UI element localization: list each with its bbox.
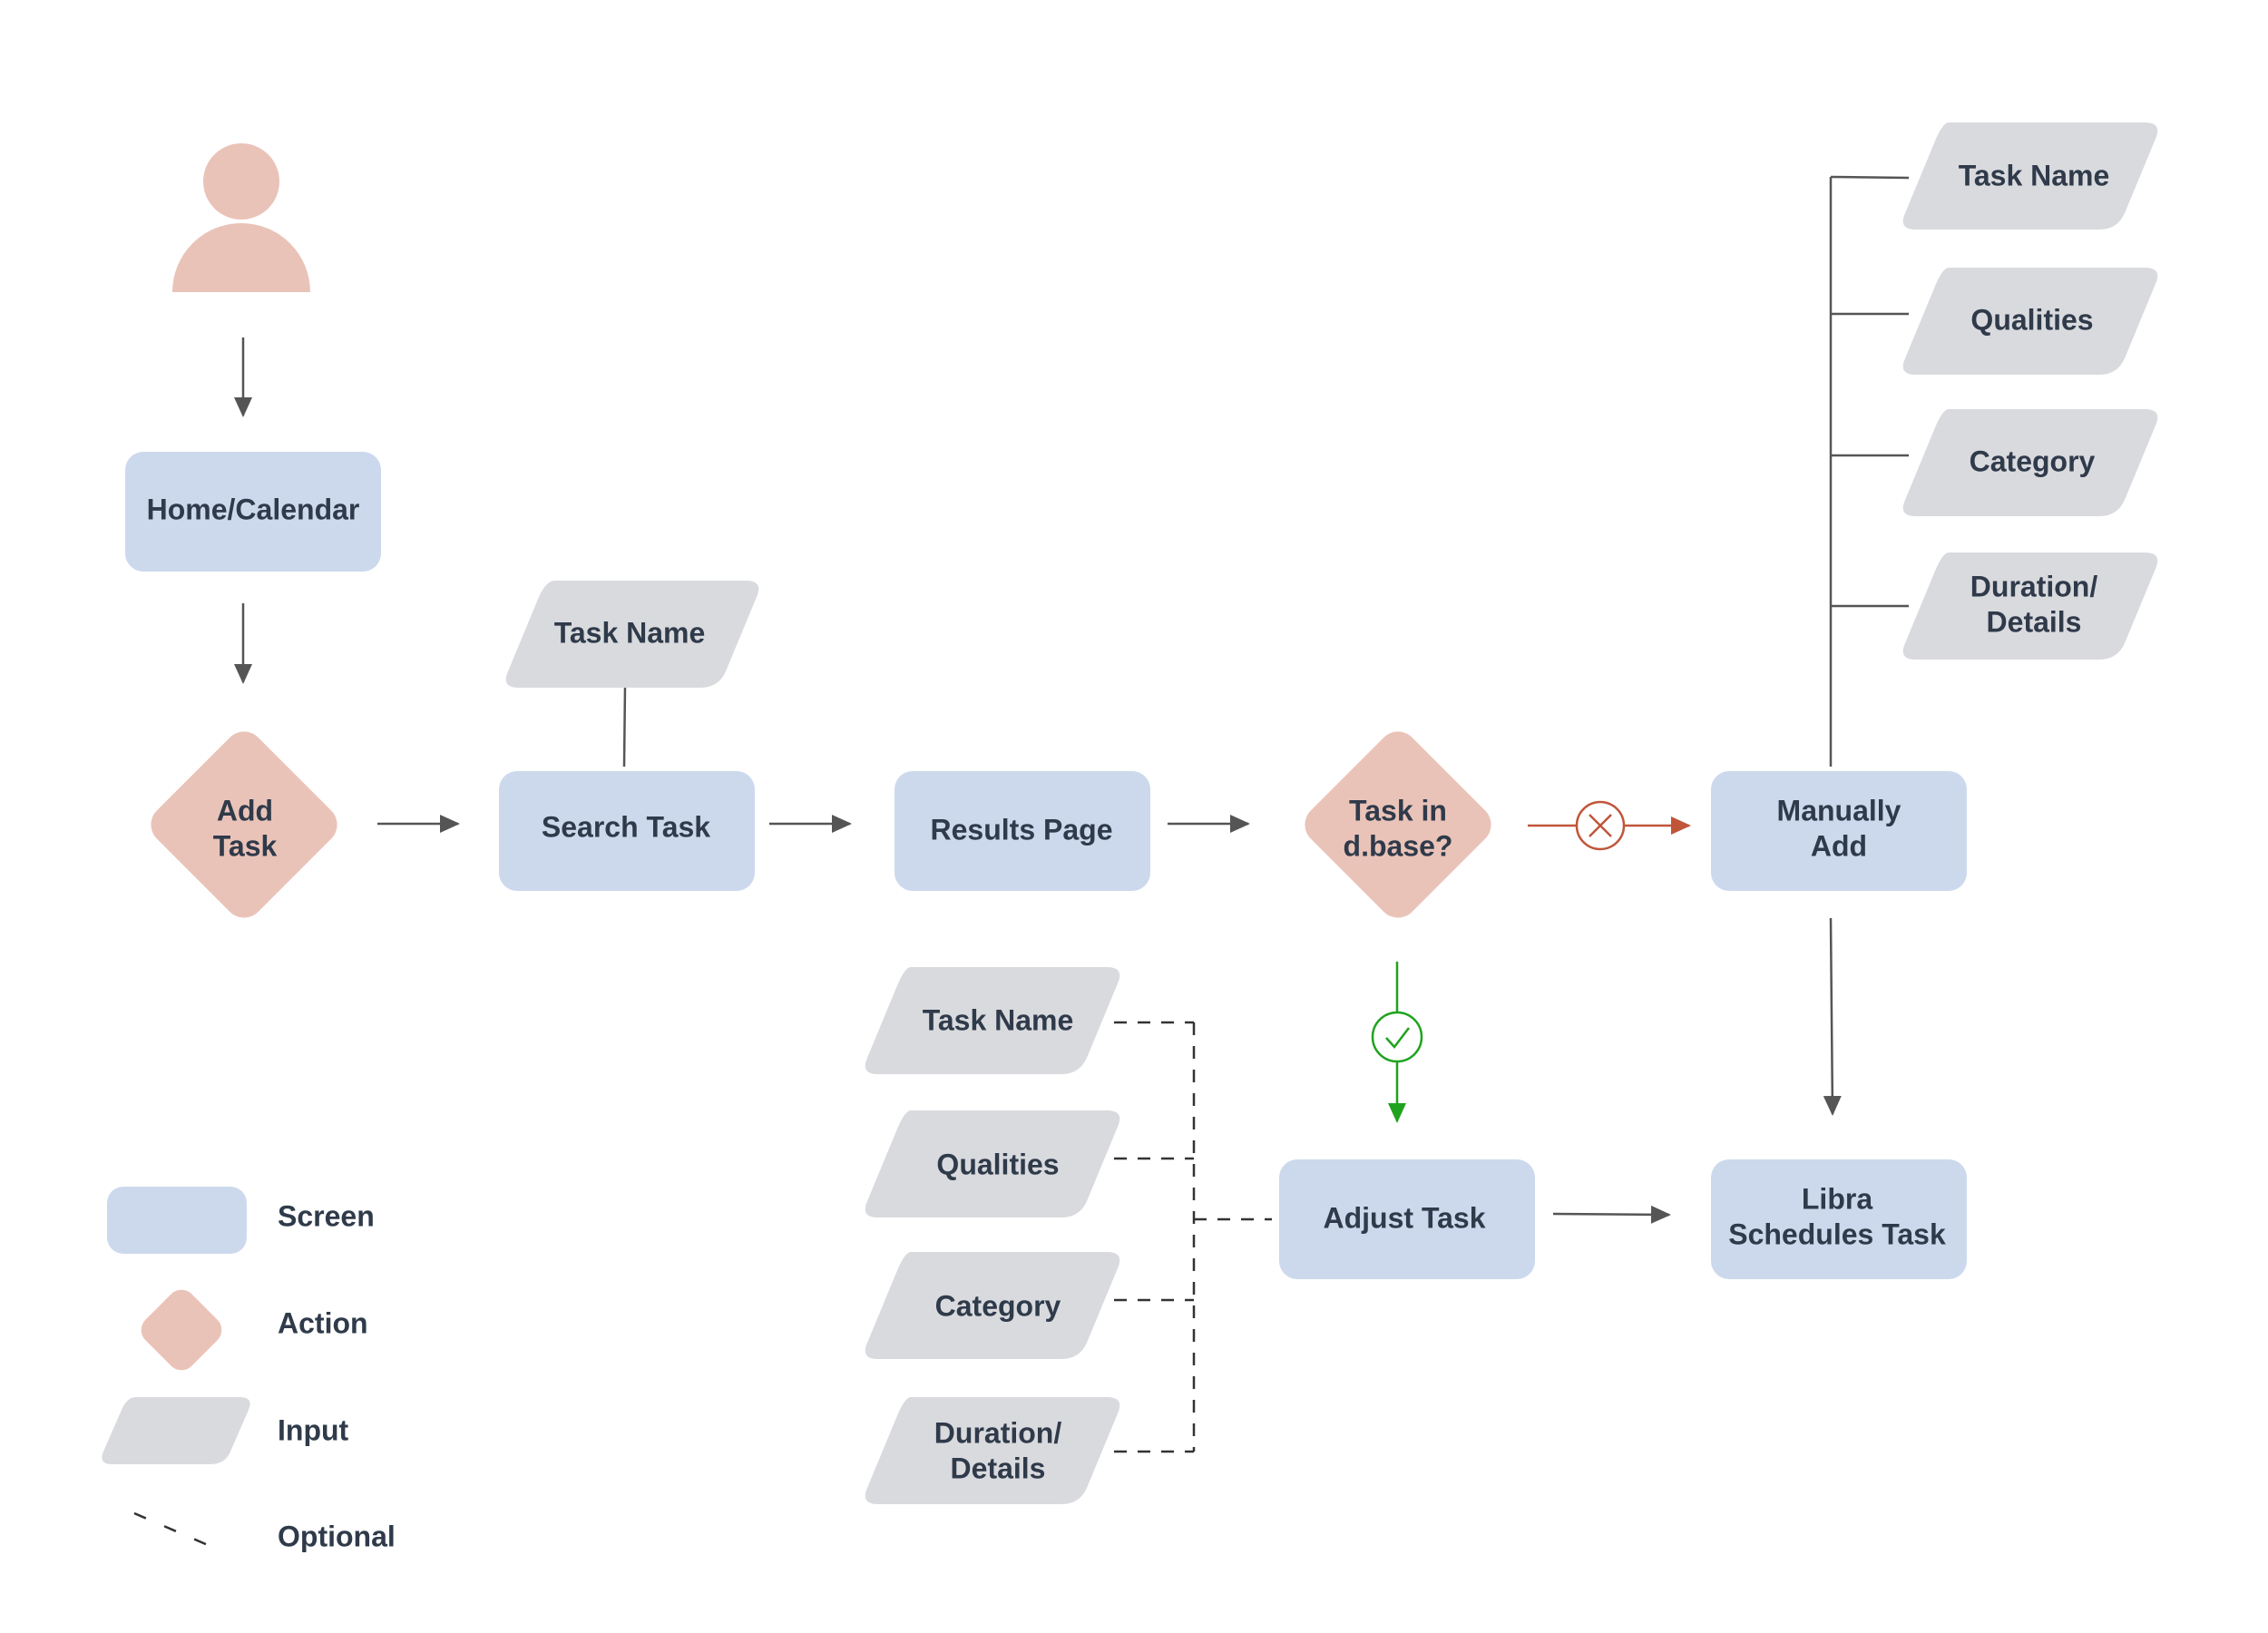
legend-action-swatch bbox=[141, 1289, 222, 1371]
search-task-name-label: Task Name bbox=[554, 616, 706, 649]
yes-check-icon bbox=[1371, 1011, 1423, 1063]
yes-branch bbox=[1371, 962, 1423, 1123]
manual-input-label-2: Details bbox=[1987, 605, 2082, 638]
manual-input-label: Task Name bbox=[1959, 159, 2110, 191]
adjust-input-label: Task Name bbox=[923, 1003, 1074, 1036]
arrow-manual-to-libra bbox=[1823, 917, 1842, 1116]
adjust-task-label: Adjust Task bbox=[1324, 1201, 1486, 1234]
legend-optional-swatch bbox=[133, 1511, 215, 1550]
manually-add-screen: Manually Add bbox=[1711, 771, 1967, 891]
legend-optional-label: Optional bbox=[278, 1520, 396, 1552]
manual-inputs-connector bbox=[1829, 175, 1910, 767]
manual-input-qualities: Qualities bbox=[1902, 268, 2158, 375]
adjust-input-category: Category bbox=[865, 1252, 1120, 1359]
home-calendar-screen: Home/Calendar bbox=[125, 452, 381, 572]
adjust-input-duration-details: Duration/ Details bbox=[865, 1397, 1120, 1504]
adjust-input-task-name: Task Name bbox=[865, 967, 1120, 1074]
connector-search-input bbox=[622, 684, 627, 768]
manually-add-label-1: Manually bbox=[1777, 794, 1901, 826]
add-task-label-1: Add bbox=[217, 794, 273, 826]
legend-input-swatch bbox=[102, 1397, 250, 1464]
adjust-input-label: Duration/ bbox=[934, 1416, 1062, 1449]
manual-input-category: Category bbox=[1902, 409, 2158, 516]
legend-screen-label: Screen bbox=[278, 1199, 375, 1232]
manual-input-task-name: Task Name bbox=[1902, 122, 2158, 230]
libra-schedules-label-2: Schedules Task bbox=[1728, 1217, 1946, 1250]
task-in-dbase-decision: Task in d.base? bbox=[1305, 731, 1491, 918]
manual-input-label: Duration/ bbox=[1970, 570, 2098, 602]
add-task-label-2: Task bbox=[213, 829, 278, 862]
manual-input-duration-details: Duration/ Details bbox=[1902, 552, 2158, 660]
add-task-action: Add Task bbox=[151, 731, 337, 918]
user-icon bbox=[172, 143, 310, 292]
search-task-screen: Search Task bbox=[499, 771, 755, 891]
results-page-screen: Results Page bbox=[894, 771, 1150, 891]
legend-input-label: Input bbox=[278, 1413, 349, 1446]
libra-schedules-label-1: Libra bbox=[1802, 1182, 1872, 1215]
adjust-input-label-2: Details bbox=[951, 1452, 1046, 1484]
results-page-label: Results Page bbox=[931, 813, 1113, 846]
home-calendar-label: Home/Calendar bbox=[147, 493, 360, 525]
adjust-input-qualities: Qualities bbox=[865, 1110, 1120, 1217]
legend-screen-swatch bbox=[107, 1187, 247, 1254]
optional-connectors bbox=[1114, 1021, 1272, 1453]
search-task-label: Search Task bbox=[542, 810, 710, 843]
manual-input-label: Qualities bbox=[1970, 303, 2093, 336]
adjust-input-label: Category bbox=[935, 1289, 1061, 1322]
adjust-input-label: Qualities bbox=[936, 1148, 1059, 1180]
search-task-name-input: Task Name bbox=[505, 581, 759, 688]
no-branch bbox=[1528, 800, 1691, 851]
arrow-adjust-to-libra bbox=[1552, 1205, 1671, 1224]
libra-schedules-screen: Libra Schedules Task bbox=[1711, 1159, 1967, 1279]
task-in-dbase-label-2: d.base? bbox=[1344, 829, 1453, 862]
manual-input-label: Category bbox=[1970, 445, 2096, 477]
manually-add-label-2: Add bbox=[1811, 829, 1867, 862]
legend: Screen Action Input Optional bbox=[102, 1187, 396, 1552]
task-in-dbase-label-1: Task in bbox=[1349, 794, 1447, 826]
adjust-task-screen: Adjust Task bbox=[1279, 1159, 1535, 1279]
legend-action-label: Action bbox=[278, 1306, 368, 1339]
